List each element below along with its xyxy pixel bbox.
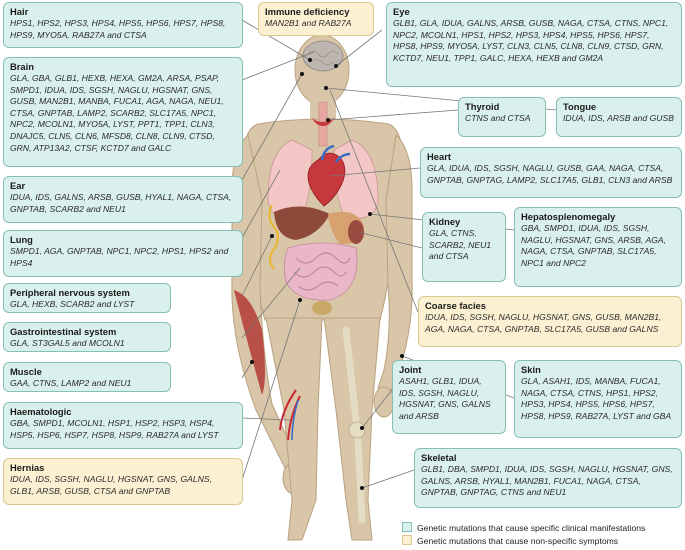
liver-organ: [274, 206, 330, 240]
box-joint: Joint ASAH1, GLB1, IDUA, IDS, SGSH, NAGL…: [392, 360, 506, 434]
box-muscle: Muscle GAA, CTNS, LAMP2 and NEU1: [3, 362, 171, 392]
box-tongue: Tongue IDUA, IDS, ARSB and GUSB: [556, 97, 682, 137]
box-skin: Skin GLA, ASAH1, IDS, MANBA, FUCA1, NAGA…: [514, 360, 682, 438]
hair-genes: HPS1, HPS2, HPS3, HPS4, HPS5, HPS6, HPS7…: [10, 18, 226, 40]
ear-genes: IDUA, IDS, GALNS, ARSB, GUSB, HYAL1, NAG…: [10, 192, 232, 214]
muscle-title: Muscle: [10, 366, 42, 377]
intestines-organ: [284, 242, 358, 301]
heart-vessels: [320, 144, 351, 163]
legend-swatch-specific: [402, 522, 412, 532]
kidney-genes: GLA, CTNS, SCARB2, NEU1 and CTSA: [429, 228, 492, 262]
coarse-genes: IDUA, IDS, SGSH, NAGLU, HGSNAT, GNS, GUS…: [425, 312, 662, 334]
box-kidney: Kidney GLA, CTNS, SCARB2, NEU1 and CTSA: [422, 212, 506, 282]
joint-genes: ASAH1, GLB1, IDUA, IDS, SGSH, NAGLU, HGS…: [399, 376, 491, 421]
immune-title: Immune deficiency: [265, 6, 350, 17]
brain-genes: GLA, GBA, GLB1, HEXB, HEXA, GM2A, ARSA, …: [10, 73, 224, 153]
thyroid-organ: [312, 118, 334, 126]
legend-label-specific: Genetic mutations that cause specific cl…: [417, 523, 646, 533]
gi-genes: GLA, ST3GAL5 and MCOLN1: [10, 338, 125, 348]
pns-title: Peripheral nervous system: [10, 287, 130, 298]
lung-title: Lung: [10, 234, 33, 245]
box-ear: Ear IDUA, IDS, GALNS, ARSB, GUSB, HYAL1,…: [3, 176, 243, 223]
skeletal-title: Skeletal: [421, 452, 457, 463]
tongue-genes: IDUA, IDS, ARSB and GUSB: [563, 113, 674, 123]
arm-muscle: [234, 290, 265, 395]
hair-title: Hair: [10, 6, 29, 17]
gi-title: Gastrointestinal system: [10, 326, 117, 337]
legend-swatch-nonspecific: [402, 535, 412, 545]
femur-bone: [342, 326, 366, 524]
box-skeletal: Skeletal GLB1, DBA, SMPD1, IDUA, IDS, SG…: [414, 448, 682, 508]
brain-folds: [307, 50, 339, 65]
box-brain: Brain GLA, GBA, GLB1, HEXB, HEXA, GM2A, …: [3, 57, 243, 167]
hepato-title: Hepatosplenomegaly: [521, 211, 616, 222]
heart-title: Heart: [427, 151, 451, 162]
legend: Genetic mutations that cause specific cl…: [396, 520, 684, 548]
box-pns: Peripheral nervous system GLA, HEXB, SCA…: [3, 283, 171, 313]
thyroid-genes: CTNS and CTSA: [465, 113, 531, 123]
pns-genes: GLA, HEXB, SCARB2 and LYST: [10, 299, 135, 309]
box-hair: Hair HPS1, HPS2, HPS3, HPS4, HPS5, HPS6,…: [3, 2, 243, 48]
box-lung: Lung SMPD1, AGA, GNPTAB, NPC1, NPC2, HPS…: [3, 230, 243, 277]
box-gi: Gastrointestinal system GLA, ST3GAL5 and…: [3, 322, 171, 352]
legend-row-nonspecific: Genetic mutations that cause non-specifi…: [402, 535, 618, 547]
coarse-title: Coarse facies: [425, 300, 486, 311]
kidney-title: Kidney: [429, 216, 461, 227]
hernias-title: Hernias: [10, 462, 45, 473]
box-coarse: Coarse facies IDUA, IDS, SGSH, NAGLU, HG…: [418, 296, 682, 347]
ear-title: Ear: [10, 180, 26, 191]
skin-title: Skin: [521, 364, 541, 375]
haem-title: Haematologic: [10, 406, 72, 417]
left-arm: [231, 134, 301, 471]
immune-genes: MAN2B1 and RAB27A: [265, 18, 352, 28]
box-haem: Haematologic GBA, SMPD1, MCOLN1, HSP1, H…: [3, 402, 243, 449]
legend-label-nonspecific: Genetic mutations that cause non-specifi…: [417, 536, 619, 546]
box-hepato: Hepatosplenomegaly GBA, SMPD1, IDUA, IDS…: [514, 207, 682, 287]
kidney-organ: [348, 220, 364, 244]
box-hernias: Hernias IDUA, IDS, SGSH, NAGLU, HGSNAT, …: [3, 458, 243, 505]
knee-joint: [348, 421, 366, 439]
skin-genes: GLA, ASAH1, IDS, MANBA, FUCA1, NAGA, CTS…: [521, 376, 672, 421]
box-immune: Immune deficiency MAN2B1 and RAB27A: [258, 2, 374, 36]
thyroid-title: Thyroid: [465, 101, 500, 112]
box-heart: Heart GLA, IDUA, IDS, SGSH, NAGLU, GUSB,…: [420, 147, 682, 198]
nerve: [268, 204, 279, 270]
lung-genes: SMPD1, AGA, GNPTAB, NPC1, NPC2, HPS1, HP…: [10, 246, 229, 268]
eye-genes: GLB1, GLA, IDUA, GALNS, ARSB, GUSB, NAGA…: [393, 18, 669, 63]
brain-title: Brain: [10, 61, 34, 72]
legend-row-specific: Genetic mutations that cause specific cl…: [402, 522, 645, 534]
blood-vessels-blue: [291, 399, 299, 441]
tongue-title: Tongue: [563, 101, 597, 112]
joint-title: Joint: [399, 364, 422, 375]
hepato-genes: GBA, SMPD1, IDUA, IDS, SGSH, NAGLU, HGSN…: [521, 223, 667, 268]
box-thyroid: Thyroid CTNS and CTSA: [458, 97, 546, 137]
bladder-organ: [312, 301, 332, 315]
heart-genes: GLA, IDUA, IDS, SGSH, NAGLU, GUSB, GAA, …: [427, 163, 673, 185]
haem-genes: GBA, SMPD1, MCOLN1, HSP1, HSP2, HSP3, HS…: [10, 418, 219, 440]
eye-title: Eye: [393, 6, 410, 17]
box-eye: Eye GLB1, GLA, IDUA, GALNS, ARSB, GUSB, …: [386, 2, 682, 87]
muscle-genes: GAA, CTNS, LAMP2 and NEU1: [10, 378, 132, 388]
hernias-genes: IDUA, IDS, SGSH, NAGLU, HGSNAT, GNS, GAL…: [10, 474, 212, 496]
blood-vessels: [279, 389, 301, 441]
intestine-loops: [293, 252, 351, 291]
skeletal-genes: GLB1, DBA, SMPD1, IDUA, IDS, SGSH, NAGLU…: [421, 464, 673, 498]
left-leg: [265, 317, 323, 541]
